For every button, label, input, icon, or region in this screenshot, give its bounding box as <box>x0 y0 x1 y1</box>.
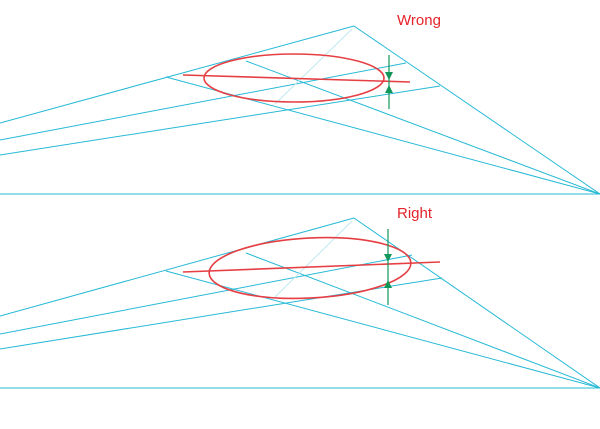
ellipse <box>208 236 412 300</box>
perspective-line <box>245 252 600 389</box>
perspective-line <box>165 270 600 389</box>
perspective-line <box>353 25 600 195</box>
arrow-up-icon <box>384 280 392 288</box>
panel-label-right: Right <box>397 205 433 222</box>
perspective-line <box>0 217 355 317</box>
perspective-line <box>0 85 441 156</box>
ellipse-axis <box>182 261 441 273</box>
panel-right: Right <box>0 205 600 389</box>
arrow-down-icon <box>384 254 392 262</box>
arrow-down-icon <box>385 72 393 80</box>
ellipse-axis <box>182 74 411 83</box>
perspective-line <box>0 62 407 141</box>
ellipse <box>203 53 385 103</box>
perspective-line <box>0 277 443 350</box>
perspective-line <box>245 60 600 195</box>
arrow-up-icon <box>385 85 393 93</box>
perspective-line <box>0 25 355 124</box>
panel-wrong: Wrong <box>0 12 600 195</box>
diagonal-guide <box>274 220 353 298</box>
perspective-line <box>353 217 600 389</box>
panel-label-wrong: Wrong <box>397 12 441 29</box>
diagonal-guide <box>274 28 353 105</box>
perspective-line <box>0 254 413 335</box>
